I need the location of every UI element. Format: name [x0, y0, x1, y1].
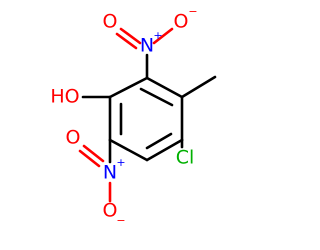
nitro-top-bonds	[115, 27, 174, 50]
nitro-bottom-o-double-label: O	[66, 127, 81, 149]
bond-n-bottom-o-double-2	[78, 149, 101, 168]
ring-bond-c3-c3-inner	[139, 87, 174, 107]
ring-bond-c4-c5	[145, 138, 184, 162]
bond-n-bottom-o-double	[82, 144, 105, 163]
chemical-structure-diagram: HO N + O O − N + O O − Cl	[50, 5, 217, 227]
bond-n-top-o-double	[119, 27, 142, 45]
bond-c3-methyl	[180, 75, 217, 99]
nitro-bottom-o-single-label: O	[103, 200, 118, 222]
nitro-top-n-label: N	[140, 35, 154, 57]
ring-bond-c5-c6	[108, 138, 149, 162]
nitro-top-n-charge: +	[153, 29, 162, 42]
ring-bond-c1-c2	[108, 76, 149, 99]
benzene-ring	[108, 76, 184, 162]
substituent-bonds	[81, 53, 217, 164]
hydroxyl-label: HO	[50, 86, 79, 108]
nitro-bottom-bonds	[78, 144, 112, 203]
nitro-top-o-double-label: O	[103, 11, 118, 33]
chlorine-label: Cl	[176, 147, 195, 169]
nitro-bottom-n-charge: +	[116, 156, 125, 169]
bond-n-top-o-single	[152, 27, 174, 45]
ring-bond-c4-c5-inner	[145, 132, 173, 150]
ring-bond-c2-c3	[145, 76, 184, 99]
nitro-bottom-o-charge: −	[116, 214, 125, 227]
nitro-bottom-n-label: N	[103, 162, 117, 184]
bond-n-top-o-double-2	[115, 32, 138, 50]
nitro-top-o-single-label: O	[174, 11, 189, 33]
nitro-top-o-charge: −	[188, 5, 197, 18]
